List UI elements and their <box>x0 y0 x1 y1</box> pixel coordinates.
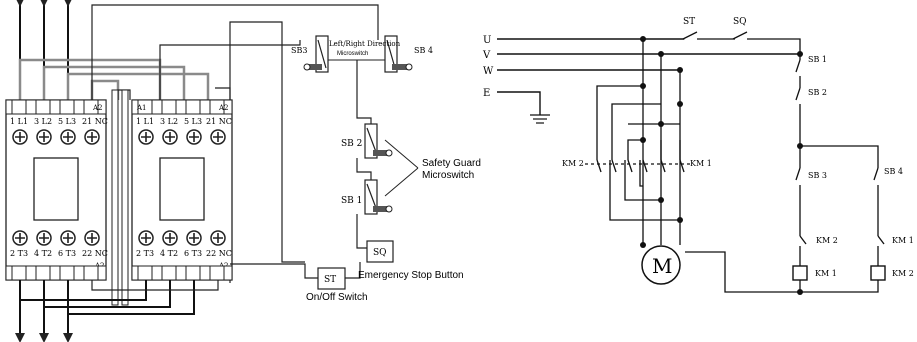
label-safety-guard-microswitch: Microswitch <box>422 170 474 181</box>
control-wire-sq <box>356 214 367 249</box>
label-sb3-right: SB 3 <box>808 171 827 180</box>
direction-microswitch-sb4 <box>384 35 413 73</box>
label-sb4-right: SB 4 <box>884 167 903 176</box>
control-wiring-bottom <box>91 262 361 291</box>
contactor-2-terminal-nc-top: 21 NC <box>206 117 232 126</box>
label-safety-guard: Safety Guard <box>422 158 481 169</box>
right-schematic: U V W E ST SQ <box>482 17 914 295</box>
label-sb3-left: SB3 <box>291 46 307 55</box>
contactor-1-terminal-nc-top: 21 NC <box>82 117 108 126</box>
label-emergency-stop-button: Emergency Stop Button <box>358 270 464 281</box>
label-motor: M <box>652 254 672 278</box>
interlock-wiring-bottom <box>20 280 195 315</box>
control-wire-sb1 <box>356 158 372 182</box>
junction-control-return <box>797 289 803 295</box>
label-sq-right: SQ <box>733 17 747 27</box>
label-sb2-right: SB 2 <box>808 88 827 97</box>
label-direction-microswitch-1: Left/Right Direction <box>329 40 401 48</box>
contactor-2-terminal-a1: A1 <box>136 104 147 112</box>
contactor-2-top-screws <box>138 129 226 145</box>
direction-microswitch-sb3 <box>303 35 329 73</box>
safety-microswitch-sb1 <box>364 179 393 215</box>
label-earth: E <box>483 88 490 99</box>
earth-symbol <box>530 114 550 124</box>
phase-lines <box>497 38 800 115</box>
contactor-2-window <box>159 157 205 221</box>
label-phase-w: W <box>483 66 494 77</box>
onoff-switch-st-box <box>317 267 346 290</box>
sq-contact <box>732 31 801 48</box>
contactor-2-terminal-t1: 2 T3 <box>136 249 154 258</box>
km-power-contacts <box>585 159 690 173</box>
outgoing-motor-leads <box>15 280 73 342</box>
contactor-1-terminal-a2-top: A2 <box>92 104 103 112</box>
safety-microswitch-sb2 <box>364 123 393 159</box>
contactor-2-terminal-t3: 6 T3 <box>184 249 202 258</box>
contactor-1-bottom-screws <box>12 230 100 246</box>
label-st-right: ST <box>683 17 695 27</box>
din-rail-separator <box>111 89 129 306</box>
junction-v-control <box>797 51 803 57</box>
control-wire-sb2 <box>356 60 372 125</box>
contactor-1-window <box>33 157 79 221</box>
label-phase-u: U <box>483 35 491 46</box>
power-junctions <box>640 36 683 248</box>
label-sb2-left: SB 2 <box>341 139 362 149</box>
contactor-1-top-screws <box>12 129 100 145</box>
contactor-1-terminal-t1: 2 T3 <box>10 249 28 258</box>
label-km2-power: KM 2 <box>562 159 584 168</box>
contactor-2-bottom-screws <box>138 230 226 246</box>
junction-control-split <box>797 143 803 149</box>
label-st-left: ST <box>324 275 336 285</box>
contactor-2-terminal-l2: 3 L2 <box>160 117 178 126</box>
safety-guard-pointer <box>384 139 419 197</box>
contactor-2-terminal-a2-top: A2 <box>218 104 229 112</box>
contactor-1-terminal-t3: 6 T3 <box>58 249 76 258</box>
emergency-stop-sq-box <box>366 240 394 263</box>
contactor-2-terminal-l3: 5 L3 <box>184 117 202 126</box>
label-sb1-left: SB 1 <box>341 196 362 206</box>
contactor-1-terminal-t2: 4 T2 <box>34 249 52 258</box>
label-sb4-left: SB 4 <box>414 46 433 55</box>
label-sq-left: SQ <box>373 248 387 258</box>
label-km2-coil: KM 2 <box>892 269 914 278</box>
contactor-2-terminal-t2: 4 T2 <box>160 249 178 258</box>
st-contact <box>682 31 735 46</box>
contactor-2-terminal-nc-bottom: 22 NC <box>206 249 232 258</box>
control-column <box>685 48 885 293</box>
contactor-1-terminal-l1: 1 L1 <box>10 117 28 126</box>
contactor-2: A1 A2 1 L1 3 L2 5 L3 21 NC 2 T3 4 T2 6 T… <box>131 99 233 281</box>
contactor-2-terminal-l1: 1 L1 <box>136 117 154 126</box>
coil-km2 <box>870 265 886 281</box>
label-km1-interlock: KM 1 <box>892 236 914 245</box>
motor-symbol <box>641 245 681 285</box>
label-km2-interlock: KM 2 <box>816 236 838 245</box>
contactor-1: 1 L1 3 L2 5 L3 21 NC A2 2 T3 4 T2 6 T <box>5 99 108 281</box>
label-phase-v: V <box>482 50 491 61</box>
label-direction-microswitch-2: Microswitch <box>337 51 368 57</box>
contactor-1-terminal-l2: 3 L2 <box>34 117 52 126</box>
label-sb1-right: SB 1 <box>808 55 827 64</box>
control-wiring-top <box>91 4 379 263</box>
label-onoff-switch: On/Off Switch <box>306 292 368 303</box>
label-km1-power: KM 1 <box>690 159 712 168</box>
left-wiring-diagram: 1 L1 3 L2 5 L3 21 NC A2 2 T3 4 T2 6 T <box>5 0 481 342</box>
coil-km1 <box>792 265 808 281</box>
label-km1-coil: KM 1 <box>815 269 837 278</box>
contactor-1-terminal-l3: 5 L3 <box>58 117 76 126</box>
contactor-1-terminal-nc-bottom: 22 NC <box>82 249 108 258</box>
